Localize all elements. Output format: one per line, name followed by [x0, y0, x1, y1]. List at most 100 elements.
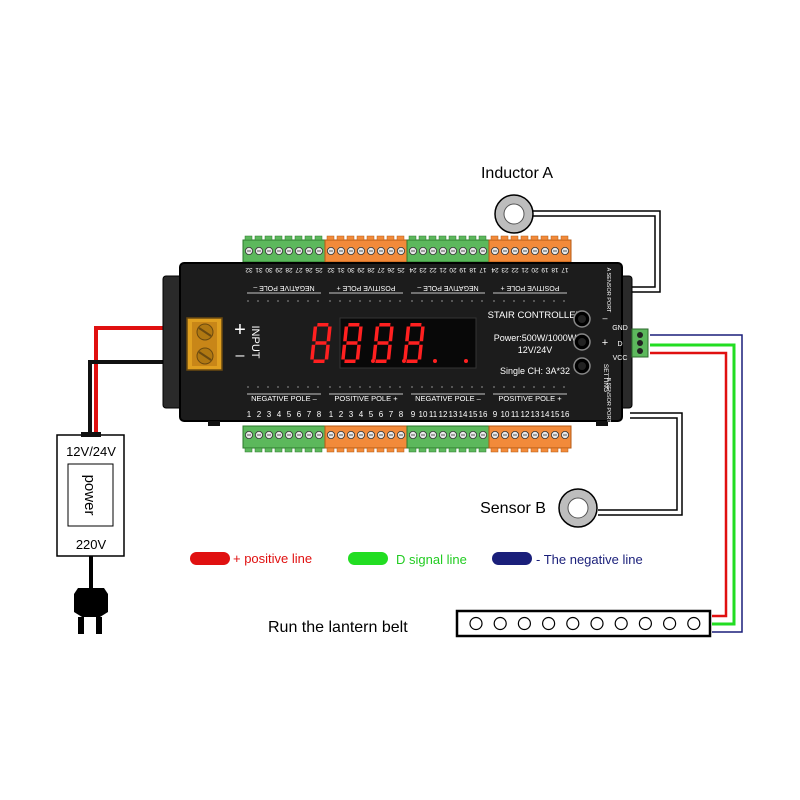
bottom-channel-number: 10	[501, 410, 510, 419]
top-channel-number: 29	[357, 266, 365, 273]
bottom-pole-label: NEGATIVE POLE –	[415, 394, 482, 403]
bottom-channel-number: 2	[257, 410, 262, 419]
bottom-pole-label: POSITIVE POLE +	[334, 394, 398, 403]
display-segment	[419, 326, 425, 342]
lantern-belt-label: Run the lantern belt	[268, 619, 408, 636]
gnd-label: GND	[612, 325, 628, 332]
legend: + positive line D signal line - The nega…	[190, 551, 643, 567]
top-channel-number: 22	[429, 266, 437, 273]
display-segment	[348, 323, 360, 327]
bottom-channel-number: 4	[359, 410, 364, 419]
vcc-label: VCC	[613, 355, 628, 362]
top-channel-number: 31	[337, 266, 345, 273]
controller-foot-left	[208, 421, 220, 426]
display-segment	[377, 341, 389, 345]
plug-pin-right	[96, 617, 102, 634]
bottom-channel-number: 8	[317, 410, 322, 419]
display-segment	[403, 344, 409, 360]
display-dot	[371, 359, 375, 363]
controller-channel-rating: Single CH: 3A*32	[500, 366, 570, 376]
display-segment	[326, 326, 332, 342]
bottom-channel-number: 15	[469, 410, 478, 419]
top-channel-number: 17	[479, 266, 487, 273]
top-channel-number: 24	[491, 266, 499, 273]
display-dot	[464, 359, 468, 363]
terminal-blocks-top	[242, 235, 572, 263]
display-segment	[374, 326, 380, 342]
top-channel-number: 21	[439, 266, 447, 273]
display-segment	[388, 326, 394, 342]
bottom-pole-label: NEGATIVE POLE –	[251, 394, 318, 403]
top-channel-number: 26	[387, 266, 395, 273]
display-dot	[402, 359, 406, 363]
top-channel-number: 19	[541, 266, 549, 273]
power-supply: 12V/24V power 220V	[56, 432, 125, 634]
terminal-blocks-bottom	[242, 425, 572, 453]
bottom-channel-number: 1	[329, 410, 334, 419]
inductor-a-label: Inductor A	[481, 165, 553, 182]
sensor-b-wire-1	[598, 417, 678, 511]
input-label: INPUT	[249, 326, 261, 359]
display-dot	[433, 359, 437, 363]
led-icon	[493, 616, 507, 631]
display-segment	[343, 326, 349, 342]
bottom-channel-number: 12	[521, 410, 530, 419]
display-segment	[410, 323, 422, 327]
bottom-channel-number: 7	[389, 410, 394, 419]
top-pole-label: POSITIVE POLE +	[501, 284, 560, 291]
sensor-port-b-label: B SENSOR PORT	[605, 377, 611, 423]
top-pole-label: NEGATIVE POLE –	[253, 284, 314, 291]
terminal-block-bottom-3	[406, 425, 490, 449]
bottom-channel-number: 5	[369, 410, 374, 419]
negative-wire-belt	[650, 334, 743, 633]
button-plus-label: +	[602, 337, 608, 349]
top-channel-number: 32	[327, 266, 335, 273]
inductor-a-wire-2	[532, 215, 656, 288]
input-minus-label: –	[236, 347, 245, 364]
bottom-pole-label: POSITIVE POLE +	[498, 394, 562, 403]
bottom-channel-number: 3	[349, 410, 354, 419]
bottom-channel-number: 11	[511, 410, 520, 419]
top-channel-number: 25	[315, 266, 323, 273]
stair-controller: + – INPUT STAIR CONTROLLER Power:500W/10…	[162, 262, 649, 426]
bottom-channel-number: 14	[459, 410, 468, 419]
display-segment	[341, 344, 347, 360]
top-channel-number: 22	[511, 266, 519, 273]
display-segment	[313, 359, 325, 363]
top-channel-number: 19	[459, 266, 467, 273]
legend-signal-swatch	[348, 552, 388, 565]
led-icon	[517, 616, 532, 631]
bottom-channel-number: 11	[429, 410, 438, 419]
top-channel-number: 17	[561, 266, 569, 273]
display-segment	[344, 359, 356, 363]
sensor-port-a-label: A SENSOR PORT	[605, 268, 611, 313]
top-channel-number: 18	[469, 266, 477, 273]
terminal-block-bottom-1	[242, 425, 326, 449]
top-channel-number: 25	[397, 266, 405, 273]
top-channel-number: 28	[285, 266, 293, 273]
display-segment	[386, 344, 392, 360]
signal-wire-belt	[650, 343, 736, 626]
top-pole-label: NEGATIVE POLE –	[417, 284, 478, 291]
display-segment	[405, 326, 411, 342]
top-channel-number: 20	[449, 266, 457, 273]
bottom-channel-number: 2	[339, 410, 344, 419]
controller-voltage: 12V/24V	[518, 345, 553, 355]
top-channel-number: 18	[551, 266, 559, 273]
top-channel-number: 28	[367, 266, 375, 273]
display-segment	[310, 344, 316, 360]
display-segment	[346, 341, 358, 345]
legend-negative-swatch	[492, 552, 532, 565]
bottom-channel-number: 13	[449, 410, 458, 419]
legend-signal-label: D signal line	[396, 552, 467, 567]
display-segment	[379, 323, 391, 327]
legend-positive-label: + positive line	[233, 551, 312, 566]
positive-wire-belt	[650, 351, 728, 618]
inductor-a-wire-1	[532, 210, 661, 293]
display-digits	[310, 323, 468, 363]
legend-negative-label: - The negative line	[536, 552, 643, 567]
top-channel-number: 29	[275, 266, 283, 273]
display-segment	[324, 344, 330, 360]
display-segment	[375, 359, 387, 363]
